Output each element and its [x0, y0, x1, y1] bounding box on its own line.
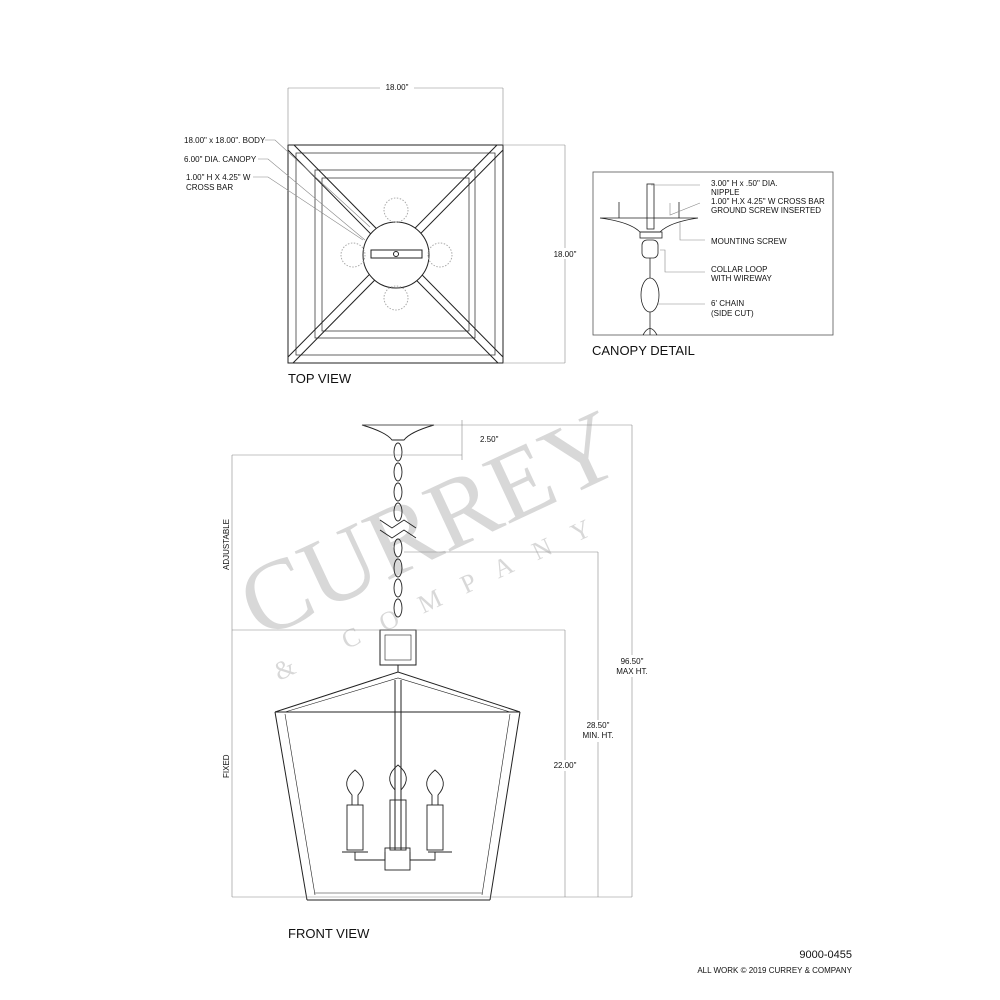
copyright: ALL WORK © 2019 CURREY & COMPANY: [697, 966, 852, 975]
watermark: CURREY & COMPANY: [222, 388, 637, 687]
callout-collar-loop-2: WITH WIREWAY: [711, 274, 773, 283]
callout-crossbar: 1.00" H X 4.25" W: [186, 173, 251, 182]
top-width-dim: 18.00": [386, 83, 409, 92]
callout-body: 18.00" x 18.00". BODY: [184, 136, 266, 145]
callout-crossbar-detail: 1.00" H.X 4.25" W CROSS BAR: [711, 197, 825, 206]
body-height-dim: 22.00": [554, 761, 577, 770]
callout-mounting-screw: MOUNTING SCREW: [711, 237, 787, 246]
callout-chain: 6' CHAIN: [711, 299, 744, 308]
min-height-dim: 28.50": [587, 721, 610, 730]
canopy-detail-title: CANOPY DETAIL: [592, 343, 695, 358]
callout-crossbar-2: CROSS BAR: [186, 183, 233, 192]
callout-nipple-2: NIPPLE: [711, 188, 739, 197]
callout-chain-2: (SIDE CUT): [711, 309, 754, 318]
part-number: 9000-0455: [799, 949, 852, 961]
adjustable-label: ADJUSTABLE: [222, 519, 231, 570]
callout-collar-loop: COLLAR LOOP: [711, 265, 767, 274]
canopy-detail: [592, 171, 834, 336]
candles: [342, 764, 452, 871]
top-view: [253, 87, 566, 364]
canopy-height-dim: 2.50": [480, 435, 499, 444]
front-view-title: FRONT VIEW: [288, 926, 370, 941]
callout-ground-screw: GROUND SCREW INSERTED: [711, 206, 821, 215]
max-height-label: MAX HT.: [616, 667, 648, 676]
callout-nipple: 3.00" H x .50" DIA.: [711, 179, 778, 188]
min-height-label: MIN. HT.: [582, 731, 613, 740]
top-height-dim: 18.00": [554, 250, 577, 259]
top-view-title: TOP VIEW: [288, 371, 352, 386]
callout-canopy: 6.00" DIA. CANOPY: [184, 155, 257, 164]
fixed-label: FIXED: [222, 754, 231, 778]
max-height-dim: 96.50": [621, 657, 644, 666]
